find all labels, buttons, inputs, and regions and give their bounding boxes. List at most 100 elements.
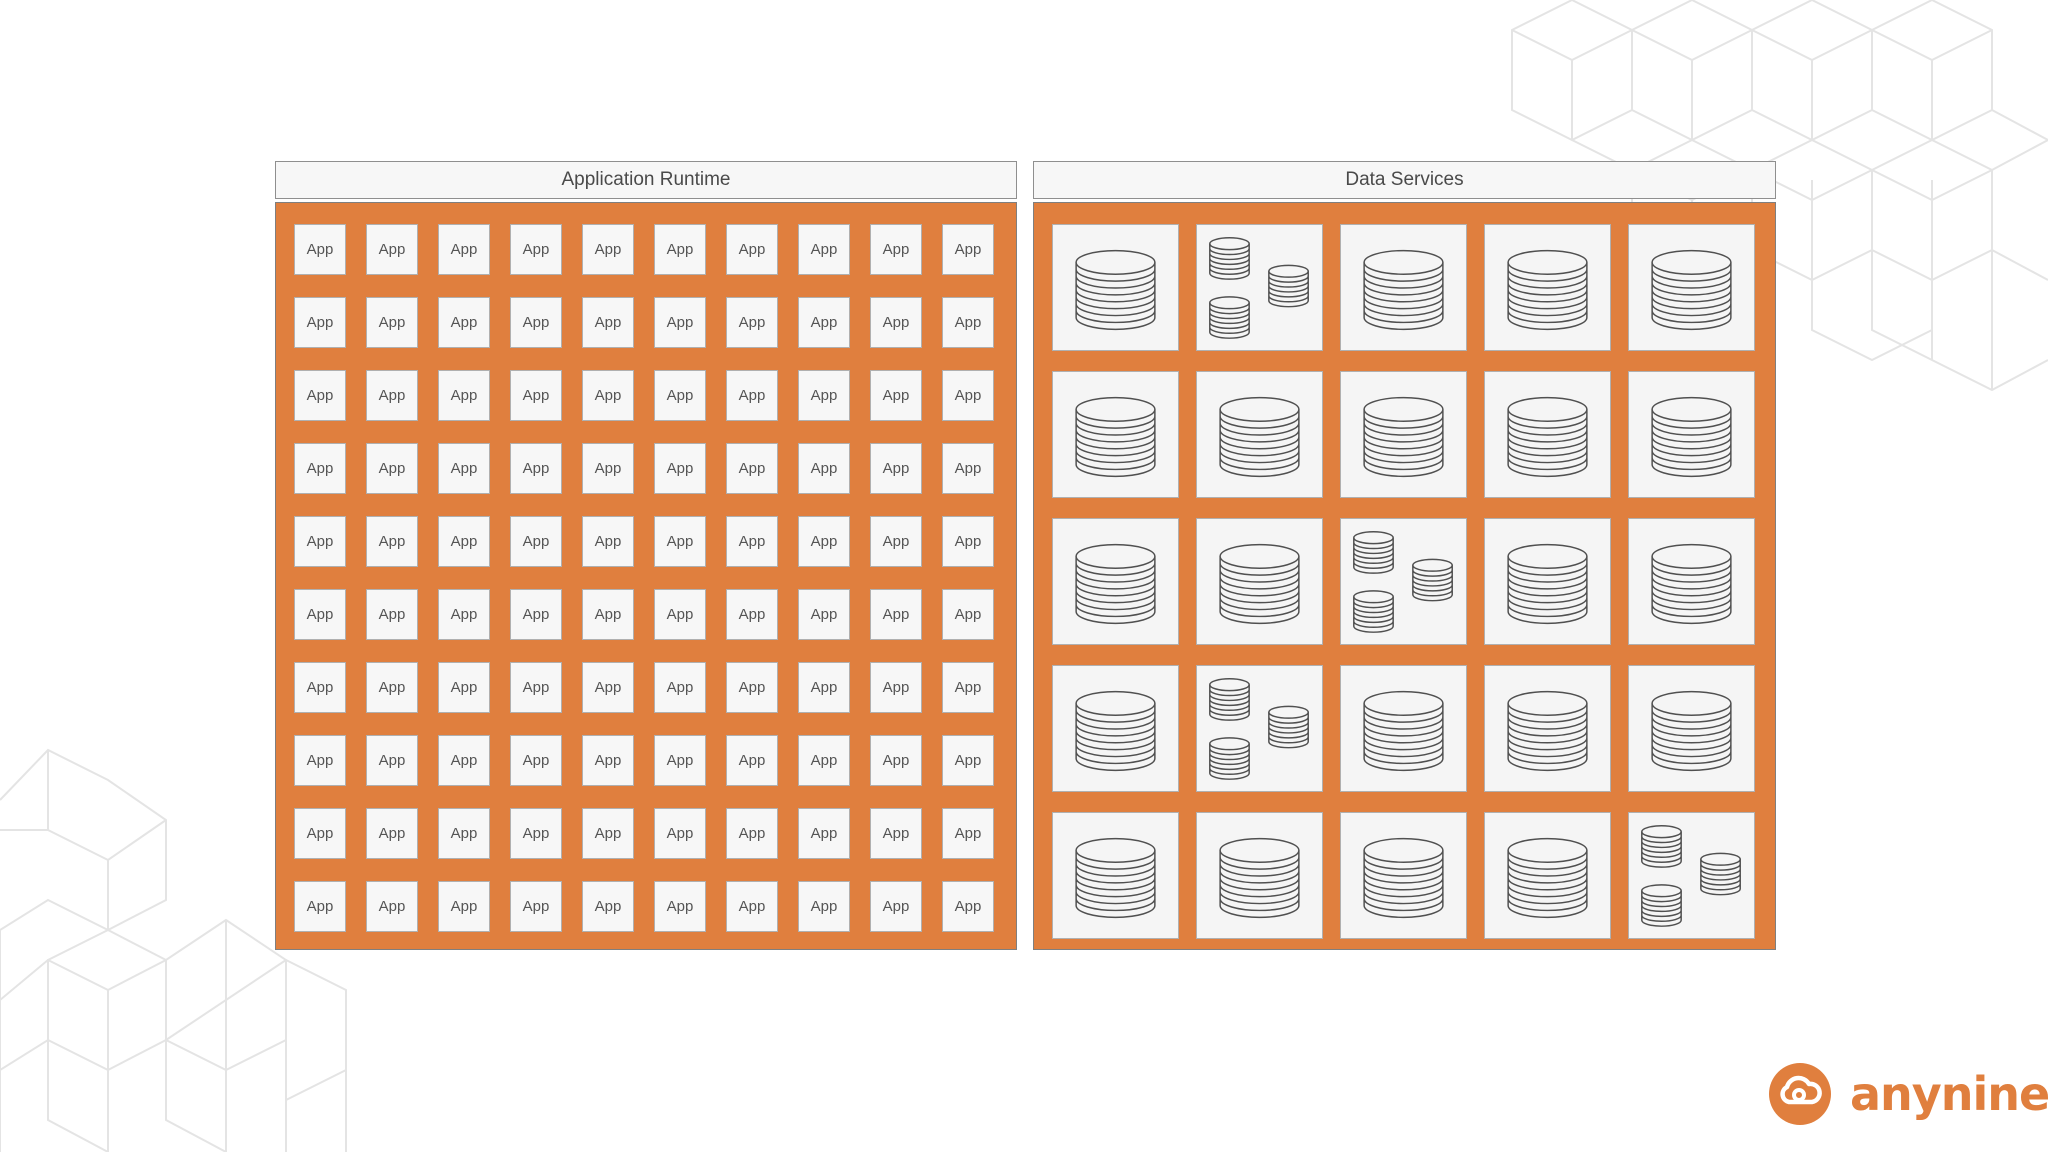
database-tile <box>1628 224 1755 351</box>
app-tile: App <box>510 224 562 275</box>
database-icon <box>1209 678 1250 721</box>
app-tile: App <box>726 662 778 713</box>
app-tile: App <box>870 881 922 932</box>
app-tile: App <box>582 443 634 494</box>
database-icon <box>1651 690 1732 772</box>
database-icon <box>1507 249 1588 331</box>
anynines-logo: anynines <box>1768 1062 2048 1126</box>
app-tile: App <box>942 297 994 348</box>
app-tile: App <box>654 735 706 786</box>
app-tile: App <box>726 808 778 859</box>
database-icon <box>1363 690 1444 772</box>
database-cluster-tile <box>1196 665 1323 792</box>
database-icon <box>1363 249 1444 331</box>
app-tile: App <box>798 224 850 275</box>
database-icon <box>1268 705 1309 749</box>
app-tile: App <box>438 589 490 640</box>
app-tile: App <box>654 224 706 275</box>
app-tile: App <box>294 735 346 786</box>
app-tile: App <box>942 662 994 713</box>
app-tile: App <box>366 735 418 786</box>
app-tile: App <box>366 662 418 713</box>
database-cluster-tile <box>1628 812 1755 939</box>
app-tile: App <box>294 589 346 640</box>
database-tile <box>1340 371 1467 498</box>
app-tile: App <box>294 881 346 932</box>
database-tile <box>1052 518 1179 645</box>
database-tile <box>1484 665 1611 792</box>
app-tile: App <box>438 224 490 275</box>
app-tile: App <box>942 516 994 567</box>
database-tile <box>1052 665 1179 792</box>
app-tile: App <box>510 589 562 640</box>
database-icon <box>1219 396 1300 478</box>
app-tile: App <box>798 589 850 640</box>
app-tile: App <box>726 881 778 932</box>
app-tile: App <box>294 224 346 275</box>
database-icon <box>1651 249 1732 331</box>
app-tile: App <box>582 370 634 421</box>
app-tile: App <box>510 297 562 348</box>
app-tile: App <box>582 662 634 713</box>
app-tile: App <box>510 881 562 932</box>
app-tile: App <box>438 808 490 859</box>
database-icon <box>1268 264 1309 308</box>
data-services-panel: Data Services <box>1033 161 1776 950</box>
app-tile: App <box>726 443 778 494</box>
app-tile: App <box>366 297 418 348</box>
database-icon <box>1641 884 1682 927</box>
app-tile: App <box>438 881 490 932</box>
app-tile: App <box>870 443 922 494</box>
app-tile: App <box>942 224 994 275</box>
app-tile: App <box>438 516 490 567</box>
app-tile: App <box>654 881 706 932</box>
app-tile: App <box>294 516 346 567</box>
app-tile: App <box>582 808 634 859</box>
app-tile: App <box>798 370 850 421</box>
app-tile: App <box>294 808 346 859</box>
database-cluster-tile <box>1196 224 1323 351</box>
app-tile: App <box>870 370 922 421</box>
database-tile <box>1052 812 1179 939</box>
database-icon <box>1353 531 1394 574</box>
app-tile: App <box>726 297 778 348</box>
database-tile <box>1052 371 1179 498</box>
database-icon <box>1507 396 1588 478</box>
app-tile: App <box>726 735 778 786</box>
app-tile: App <box>726 370 778 421</box>
app-tile: App <box>870 516 922 567</box>
app-tile: App <box>510 443 562 494</box>
app-tile: App <box>870 589 922 640</box>
app-tile: App <box>366 443 418 494</box>
database-icon <box>1412 558 1453 602</box>
app-tile: App <box>582 735 634 786</box>
database-tile <box>1340 224 1467 351</box>
database-icon <box>1209 296 1250 339</box>
database-tile <box>1196 518 1323 645</box>
database-tile <box>1052 224 1179 351</box>
database-icon <box>1507 837 1588 919</box>
application-runtime-header: Application Runtime <box>275 161 1017 199</box>
anynines-cloud-icon <box>1769 1063 1831 1125</box>
app-tile: App <box>366 589 418 640</box>
database-icon <box>1075 690 1156 772</box>
app-tile: App <box>798 516 850 567</box>
database-tile <box>1628 665 1755 792</box>
database-icon <box>1075 396 1156 478</box>
database-icon <box>1363 396 1444 478</box>
app-tile: App <box>870 224 922 275</box>
database-grid <box>1052 224 1755 939</box>
app-tile: App <box>942 808 994 859</box>
app-tile: App <box>726 589 778 640</box>
app-tile: App <box>438 735 490 786</box>
app-tile: App <box>510 516 562 567</box>
app-tile: App <box>582 297 634 348</box>
app-tile: App <box>798 662 850 713</box>
app-tile: App <box>438 662 490 713</box>
database-tile <box>1628 371 1755 498</box>
database-tile <box>1484 224 1611 351</box>
app-tile: App <box>798 735 850 786</box>
app-tile: App <box>654 589 706 640</box>
database-icon <box>1651 396 1732 478</box>
